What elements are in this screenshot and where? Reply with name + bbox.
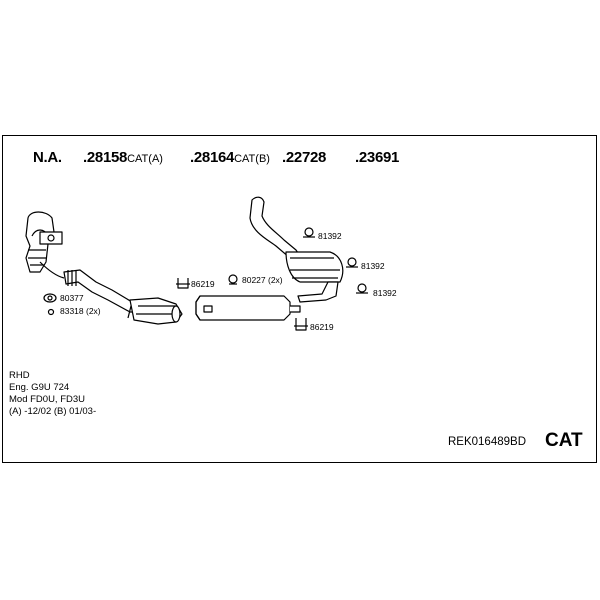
header-part-catalyst-a[interactable]: .28158CAT(A) (83, 149, 163, 166)
rubber-mount-81392-c[interactable] (356, 283, 368, 294)
catalytic-converter-part[interactable] (129, 297, 183, 325)
label-83318: 83318 (2x) (60, 306, 101, 316)
label-86219-left: 86219 (191, 279, 215, 289)
header-na: N.A. (33, 149, 62, 166)
diagram-frame (2, 135, 597, 463)
exhaust-manifold-part[interactable] (25, 211, 65, 279)
rubber-mount-81392-b[interactable] (346, 257, 358, 268)
info-dates: (A) -12/02 (B) 01/03- (9, 406, 97, 417)
rubber-mount-80227[interactable] (228, 274, 238, 285)
header-part-rear-silencer[interactable]: .23691 (355, 149, 400, 166)
cat-badge: CAT (545, 430, 583, 451)
clamp-86219-right[interactable] (294, 318, 308, 331)
label-81392-a: 81392 (318, 231, 342, 241)
part-number: .28164 (190, 149, 235, 166)
part-suffix: CAT(A) (127, 153, 163, 165)
kit-reference: REK016489BD (448, 436, 526, 448)
header-part-catalyst-b[interactable]: .28164CAT(B) (190, 149, 270, 166)
middle-silencer-part[interactable] (195, 295, 301, 321)
label-86219-right: 86219 (310, 322, 334, 332)
part-suffix: CAT(B) (234, 153, 270, 165)
label-81392-b: 81392 (361, 261, 385, 271)
info-model: Mod FD0U, FD3U (9, 394, 86, 405)
label-80377: 80377 (60, 293, 84, 303)
info-engine: Eng. G9U 724 (9, 382, 70, 393)
info-drive: RHD (9, 370, 30, 381)
part-number: .28158 (83, 149, 128, 166)
bolt-83318[interactable] (47, 308, 55, 316)
header-part-middle-silencer[interactable]: .22728 (282, 149, 327, 166)
label-80227: 80227 (2x) (242, 275, 283, 285)
label-81392-c: 81392 (373, 288, 397, 298)
rubber-mount-81392-a[interactable] (303, 227, 315, 238)
clamp-86219-left[interactable] (176, 278, 190, 289)
rear-silencer-part[interactable] (249, 196, 344, 303)
